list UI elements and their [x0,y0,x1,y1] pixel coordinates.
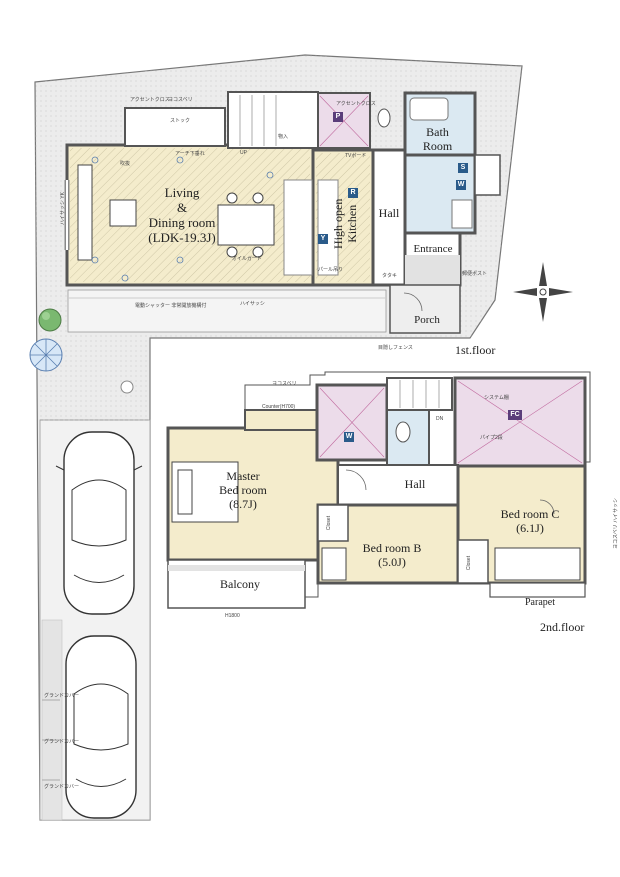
water-tap [120,380,134,394]
bedroom-b-line1: Bed room B [362,541,422,555]
shutter-note: 電動シャッター 非常開放機構付 [135,303,207,309]
ground-cover-1: グランドカバー [44,693,80,699]
closet-b-label: Closet [326,515,333,531]
car-icon-1 [55,431,143,615]
pipe-shelf-note: パイプ2段 [480,435,503,441]
hall-1f-label: Hall [378,206,400,220]
flood-note: 吹抜 [120,161,131,167]
living-label: Living & Dining room (LDK-19.3J) [132,185,232,246]
accent-note-1: アクセントクロス [130,97,170,103]
second-floor-label: 2nd.floor [540,620,585,634]
bedroom-c-label: Bed room C (6.1J) [490,507,570,536]
master-size: (8.7J) [229,496,257,511]
stock-note: ストック [170,118,191,124]
tv-note: TVボード [345,153,367,159]
ceiling-lights [91,156,274,282]
tree-icon-1 [38,308,62,332]
arch-note: アーチ下垂れ [175,151,205,157]
badge-w-2f: W [344,432,354,442]
master-line2: Bed room [219,482,267,497]
system-shelf-note: システム棚 [484,395,509,401]
balcony-label: Balcony [220,577,260,591]
fence-note: 目隠しフェンス [378,345,413,351]
sofa [77,164,93,261]
parapet-area [489,582,586,598]
hall-2f-label: Hall [404,477,426,491]
tataki-note: タタキ [382,273,398,279]
counter-note: Counter(H700) [262,404,296,410]
bedroom-b-label: Bed room B (5.0J) [352,541,432,570]
parapet-label: Parapet [525,597,555,608]
yokosuberi-note-1f: ヨコスベリ [168,97,193,103]
yokosuberi-note-2f: ヨコスベリ [272,381,297,387]
badge-fc: FC [508,410,522,420]
badge-y: Y [318,234,328,244]
bedroom-c-size: (6.1J) [516,520,544,535]
bath-label: Bath Room [410,125,465,154]
high-sash-ya-note: ハイサッシ YK [59,192,66,225]
coffee-table [109,199,137,227]
bath-line1: Bath [426,125,449,139]
stairs-2f [386,377,453,411]
bedroom-c-line1: Bed room C [500,507,560,521]
high-sash-note: ハイサッシ [240,301,265,307]
accent-note-2: アクセントクロス [336,101,376,107]
pantry-note: 物入 [278,134,289,140]
entrance-label: Entrance [413,243,453,255]
closet-c-label: Closet [466,555,473,571]
dn-label: DN [436,416,444,422]
ground-cover-2: グランドカバー [44,739,80,745]
ground-cover-3: グランドカバー [44,784,80,790]
oil-guard-note: オイルガード [232,256,262,262]
tree-icon-2 [29,338,63,372]
h1800-note: H1800 [225,613,240,619]
terrace [67,289,387,333]
kitchen-island [283,179,313,276]
hall-1f [371,148,407,287]
porch-area [389,284,461,334]
up-note: UP [240,150,247,156]
bath-line2: Room [422,138,453,153]
compass-icon [513,262,573,322]
dining-table-icon [217,192,275,258]
mailbox-note: 郵便ポスト [462,271,488,277]
master-label: Master Bed room (8.7J) [198,469,288,511]
car-icon-2 [65,635,137,819]
badge-s: S [458,163,468,173]
badge-r: R [348,188,358,198]
master-line1: Master [226,469,260,483]
badge-w-1f: W [456,180,466,190]
living-size: (LDK-19.3J) [148,229,216,245]
porch-label: Porch [414,314,440,326]
first-floor-label: 1st.floor [455,343,496,357]
badge-p: P [333,112,343,122]
parapet-side-note: ヨコスベリ ハイサッシ [612,498,619,549]
living-line2: & [176,199,188,215]
living-line1: Living [164,185,200,200]
living-line3: Dining room [148,214,216,230]
kitchen-counter [317,179,339,276]
stair-area [227,91,319,149]
bedroom-b-size: (5.0J) [378,554,406,569]
cutlery-note: パール吊り [318,267,344,273]
